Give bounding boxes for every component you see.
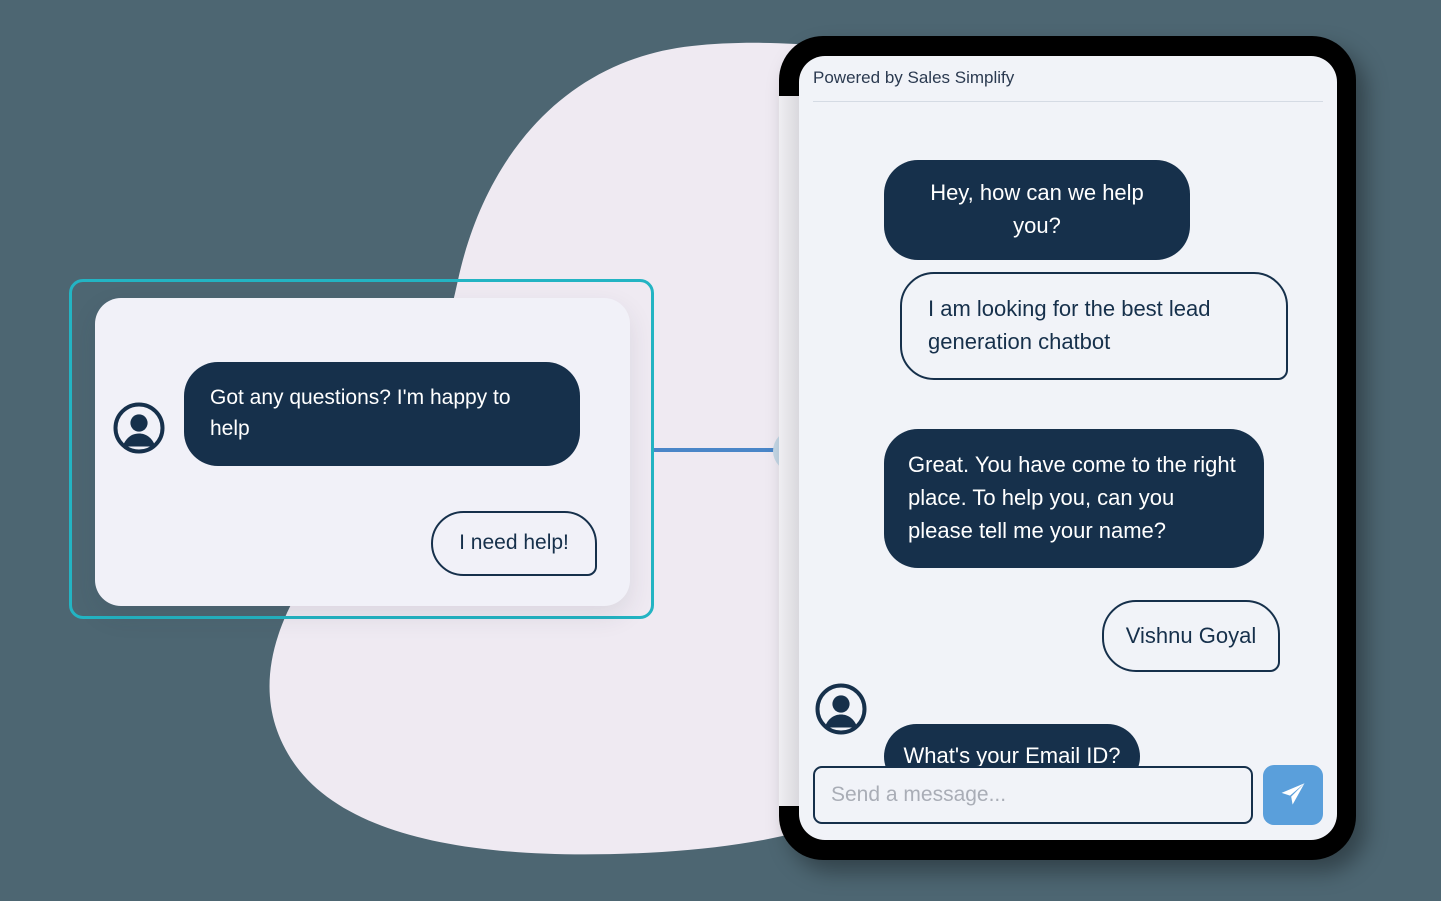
connector-line	[651, 448, 796, 452]
header-divider	[813, 101, 1323, 102]
message-input[interactable]	[813, 766, 1253, 824]
message-bubble-bot: Great. You have come to the right place.…	[884, 429, 1264, 568]
powered-by-label: Powered by Sales Simplify	[813, 68, 1015, 87]
send-paper-plane-icon	[1278, 779, 1308, 812]
message-list: Hey, how can we help you? I am looking f…	[799, 102, 1337, 789]
chat-header: Powered by Sales Simplify	[799, 56, 1337, 102]
message-bubble-user: Vishnu Goyal	[1102, 600, 1280, 672]
chat-screen: Powered by Sales Simplify Hey, how can w…	[799, 56, 1337, 840]
preview-bot-message: Got any questions? I'm happy to help	[184, 362, 580, 466]
message-composer	[813, 763, 1323, 827]
user-avatar-icon	[113, 402, 165, 454]
message-bubble-bot: Hey, how can we help you?	[884, 160, 1190, 260]
message-bubble-user: I am looking for the best lead generatio…	[900, 272, 1288, 380]
send-button[interactable]	[1263, 765, 1323, 825]
preview-user-message: I need help!	[431, 511, 597, 576]
preview-frame-outline	[69, 279, 654, 619]
user-avatar-icon	[815, 683, 867, 735]
